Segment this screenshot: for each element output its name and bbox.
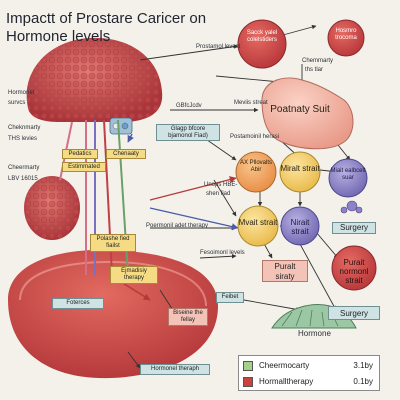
box-surgery-mid: Surgery xyxy=(328,306,380,320)
box-chenaaty: Chenaaty xyxy=(106,149,146,159)
legend-value-1: 3.1by xyxy=(353,361,373,370)
circle-text-postnaty-suit: Poatnaty Suit xyxy=(270,104,330,115)
box-glagp-line2: bjamonol Fiad) xyxy=(168,133,208,139)
circle-miait xyxy=(328,158,368,198)
label-prostamol-levest: Prostamol levest xyxy=(196,44,241,50)
box-pedatics: Pedatics xyxy=(62,149,98,159)
circle-top-right xyxy=(327,19,365,57)
flow-arrows xyxy=(127,24,351,369)
label-chemmarty: Chemmarty xyxy=(302,58,334,64)
box-polashe-fied-fiailst: Polashe fied fiailst xyxy=(90,234,136,252)
box-glagp-line1: Glagp bfcore xyxy=(170,126,206,132)
box-surgery-side: Surgery xyxy=(332,222,376,234)
prostate-tissue-top xyxy=(26,37,163,123)
label-poermonil-adet: Poermonil adet therapy xyxy=(146,223,209,229)
legend-value-2: 0.1by xyxy=(353,377,373,386)
label-fesoimonl-levels: Fesoimonl levels xyxy=(200,250,245,256)
circle-text-miait: Miait ealbcelt suar xyxy=(330,168,366,181)
label-surves: survcs xyxy=(8,100,26,106)
circle-text-nirait: Nirait strait xyxy=(290,218,310,236)
circle-text-mvait: Mvait strait xyxy=(238,218,278,227)
circle-purait xyxy=(331,245,377,291)
box-hormonel-theraph: Hormonel theraph xyxy=(140,364,210,375)
label-meviis-streat: Meviis streat xyxy=(234,100,268,106)
cell-postnaty-suit xyxy=(261,77,354,150)
box-estimmated: Estimmated xyxy=(62,162,106,172)
label-hormonet: Hormonet xyxy=(8,90,35,96)
molecule-cluster xyxy=(109,117,133,135)
label-chekmarty: Cheknmarty xyxy=(8,125,41,131)
label-shen-flad: shen fiad xyxy=(206,191,231,197)
circle-mvait xyxy=(237,205,279,247)
circle-text-ax-line2: Abir xyxy=(250,167,262,173)
tumor-basin xyxy=(8,249,218,379)
legend-row-2: Hormalltherapy 0.1by xyxy=(243,375,377,389)
circle-ax xyxy=(235,151,277,193)
label-ths-tlar: ths tlar xyxy=(305,67,324,73)
label-hormone: Hormone xyxy=(298,329,331,338)
label-ths-levies: THS levies xyxy=(8,136,38,142)
cell-cluster-purple xyxy=(340,200,363,214)
circle-text-top-right: Hosmro trocoma xyxy=(335,28,357,41)
box-glagp-bfcore: Glagp bfcore bjamonol Fiad) xyxy=(156,124,220,141)
circle-text-purait: Purait normonl strait xyxy=(339,258,369,285)
label-unops-hbe: Unops HBE- xyxy=(204,182,238,188)
label-lbv: LBV 16015 xyxy=(8,176,38,182)
circles-layer xyxy=(235,19,377,291)
circle-text-ax: AX Pllovalts Abir xyxy=(236,160,276,174)
label-cheermarty: Cheermarty xyxy=(8,165,40,171)
legend-row-1: Cheermocarty 3.1by xyxy=(243,359,377,373)
circle-nirait xyxy=(280,206,320,246)
circle-text-ax-line1: AX Pllovalts xyxy=(239,160,272,166)
box-biseine: Biseine the fellay xyxy=(168,308,208,326)
circle-miralt xyxy=(279,151,321,193)
circle-text-top-red: Sacck yalel colelstiders xyxy=(246,30,278,43)
circle-text-miralt: Miralt strait xyxy=(280,164,320,173)
label-gbfcjcdv: GBfcJcdv xyxy=(176,103,202,109)
legend-swatch-1 xyxy=(243,361,253,371)
box-puralt-siraty: Puralt siraty xyxy=(262,260,308,282)
legend: Cheermocarty 3.1by Hormalltherapy 0.1by xyxy=(238,355,380,391)
circle-top-red xyxy=(237,19,287,69)
legend-swatch-2 xyxy=(243,377,253,387)
box-ejmadisiy-therapy: Ejmadisiy therapy xyxy=(110,266,158,284)
legend-label-1: Cheermocarty xyxy=(259,361,310,370)
legend-label-2: Hormalltherapy xyxy=(259,377,314,386)
label-postamoinil-herasi: Postamoinil herasi xyxy=(230,134,280,140)
box-feibet: Feibet xyxy=(216,292,244,303)
prostate-tissue-middle xyxy=(24,176,80,240)
diagram-title: Impactt of Prostare Caricer on Hormone l… xyxy=(6,10,207,45)
box-foterces: Foterces xyxy=(52,298,104,309)
